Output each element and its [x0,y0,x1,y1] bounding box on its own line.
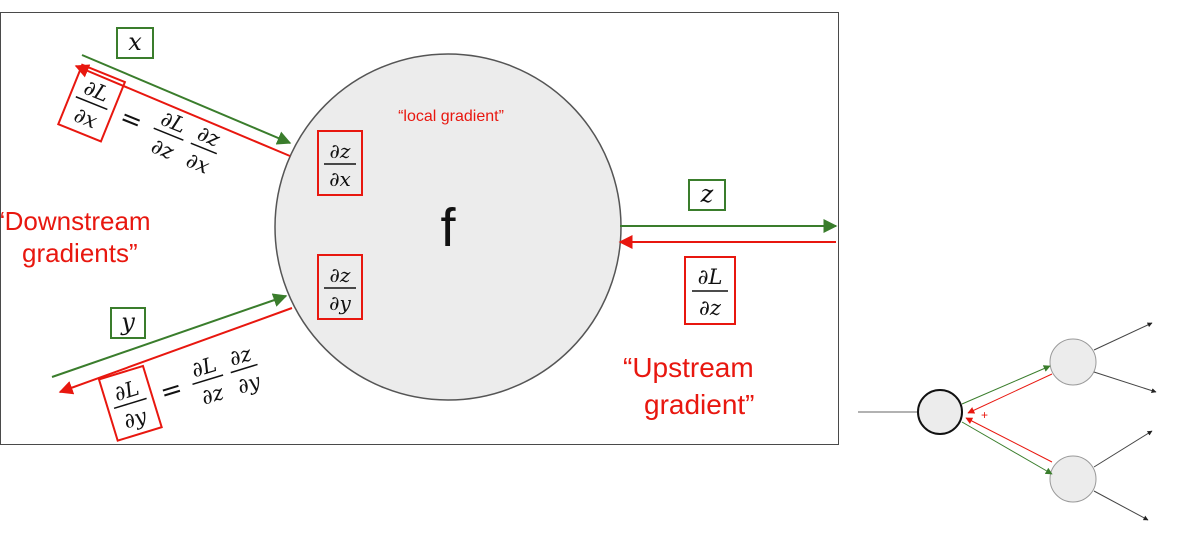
upstream-gradient-label-line1: “Upstream [623,352,754,383]
input-x-backward-arrow [74,64,291,157]
branch-forward-edge-top [961,365,1051,405]
main-diagram-panel [0,12,839,445]
input-x-label: x [116,27,154,59]
downstream-gradient-y: ∂L ∂y = ∂L ∂z ∂z ∂y [97,341,264,442]
branch-diagram: + [858,322,1157,521]
svg-text:∂z: ∂z [330,263,351,287]
branch-target-node-bottom [1049,455,1097,503]
input-y-backward-arrow [58,307,293,395]
branch-backward-edge-top [967,373,1053,414]
svg-text:=: = [115,102,146,138]
downstream-gradients-label-line2: gradients” [22,238,138,268]
branch-source-node [917,389,963,435]
svg-text:∂L: ∂L [698,265,723,289]
svg-text:∂y: ∂y [329,291,351,315]
input-x-forward-arrow [81,54,292,145]
branch-forward-edge-bottom [961,421,1053,475]
svg-text:∂x: ∂x [183,148,213,179]
svg-text:∂y: ∂y [234,369,264,399]
local-gradient-label: “local gradient” [398,108,504,125]
local-gradient-dz-dx: ∂z ∂x [317,130,363,196]
svg-text:∂x: ∂x [329,167,351,191]
svg-text:z: z [700,180,714,208]
input-y-label: y [110,307,146,339]
branch-target-node-top [1049,338,1097,386]
input-y-forward-arrow [51,293,288,378]
svg-text:∂z: ∂z [330,139,351,163]
branch-backward-edge-bottom [965,417,1053,463]
upstream-gradient-label-line2: gradient” [644,389,755,420]
output-z-label: z [688,179,726,211]
svg-text:∂z: ∂z [148,134,178,165]
branch-plus-label: + [981,408,988,422]
svg-text:∂x: ∂x [71,103,101,134]
svg-text:∂z: ∂z [198,380,227,410]
upstream-gradient: ∂L ∂z [684,256,736,325]
svg-text:=: = [157,373,187,408]
svg-text:∂z: ∂z [699,296,722,320]
svg-text:y: y [120,308,135,336]
local-gradient-dz-dy: ∂z ∂y [317,254,363,320]
svg-text:∂y: ∂y [121,404,151,434]
function-node-label: f [440,198,456,258]
svg-text:x: x [128,28,142,56]
downstream-gradients-label-line1: “Downstream [0,206,151,236]
downstream-gradient-x: ∂L ∂x = ∂L ∂z ∂z ∂x [56,63,224,179]
